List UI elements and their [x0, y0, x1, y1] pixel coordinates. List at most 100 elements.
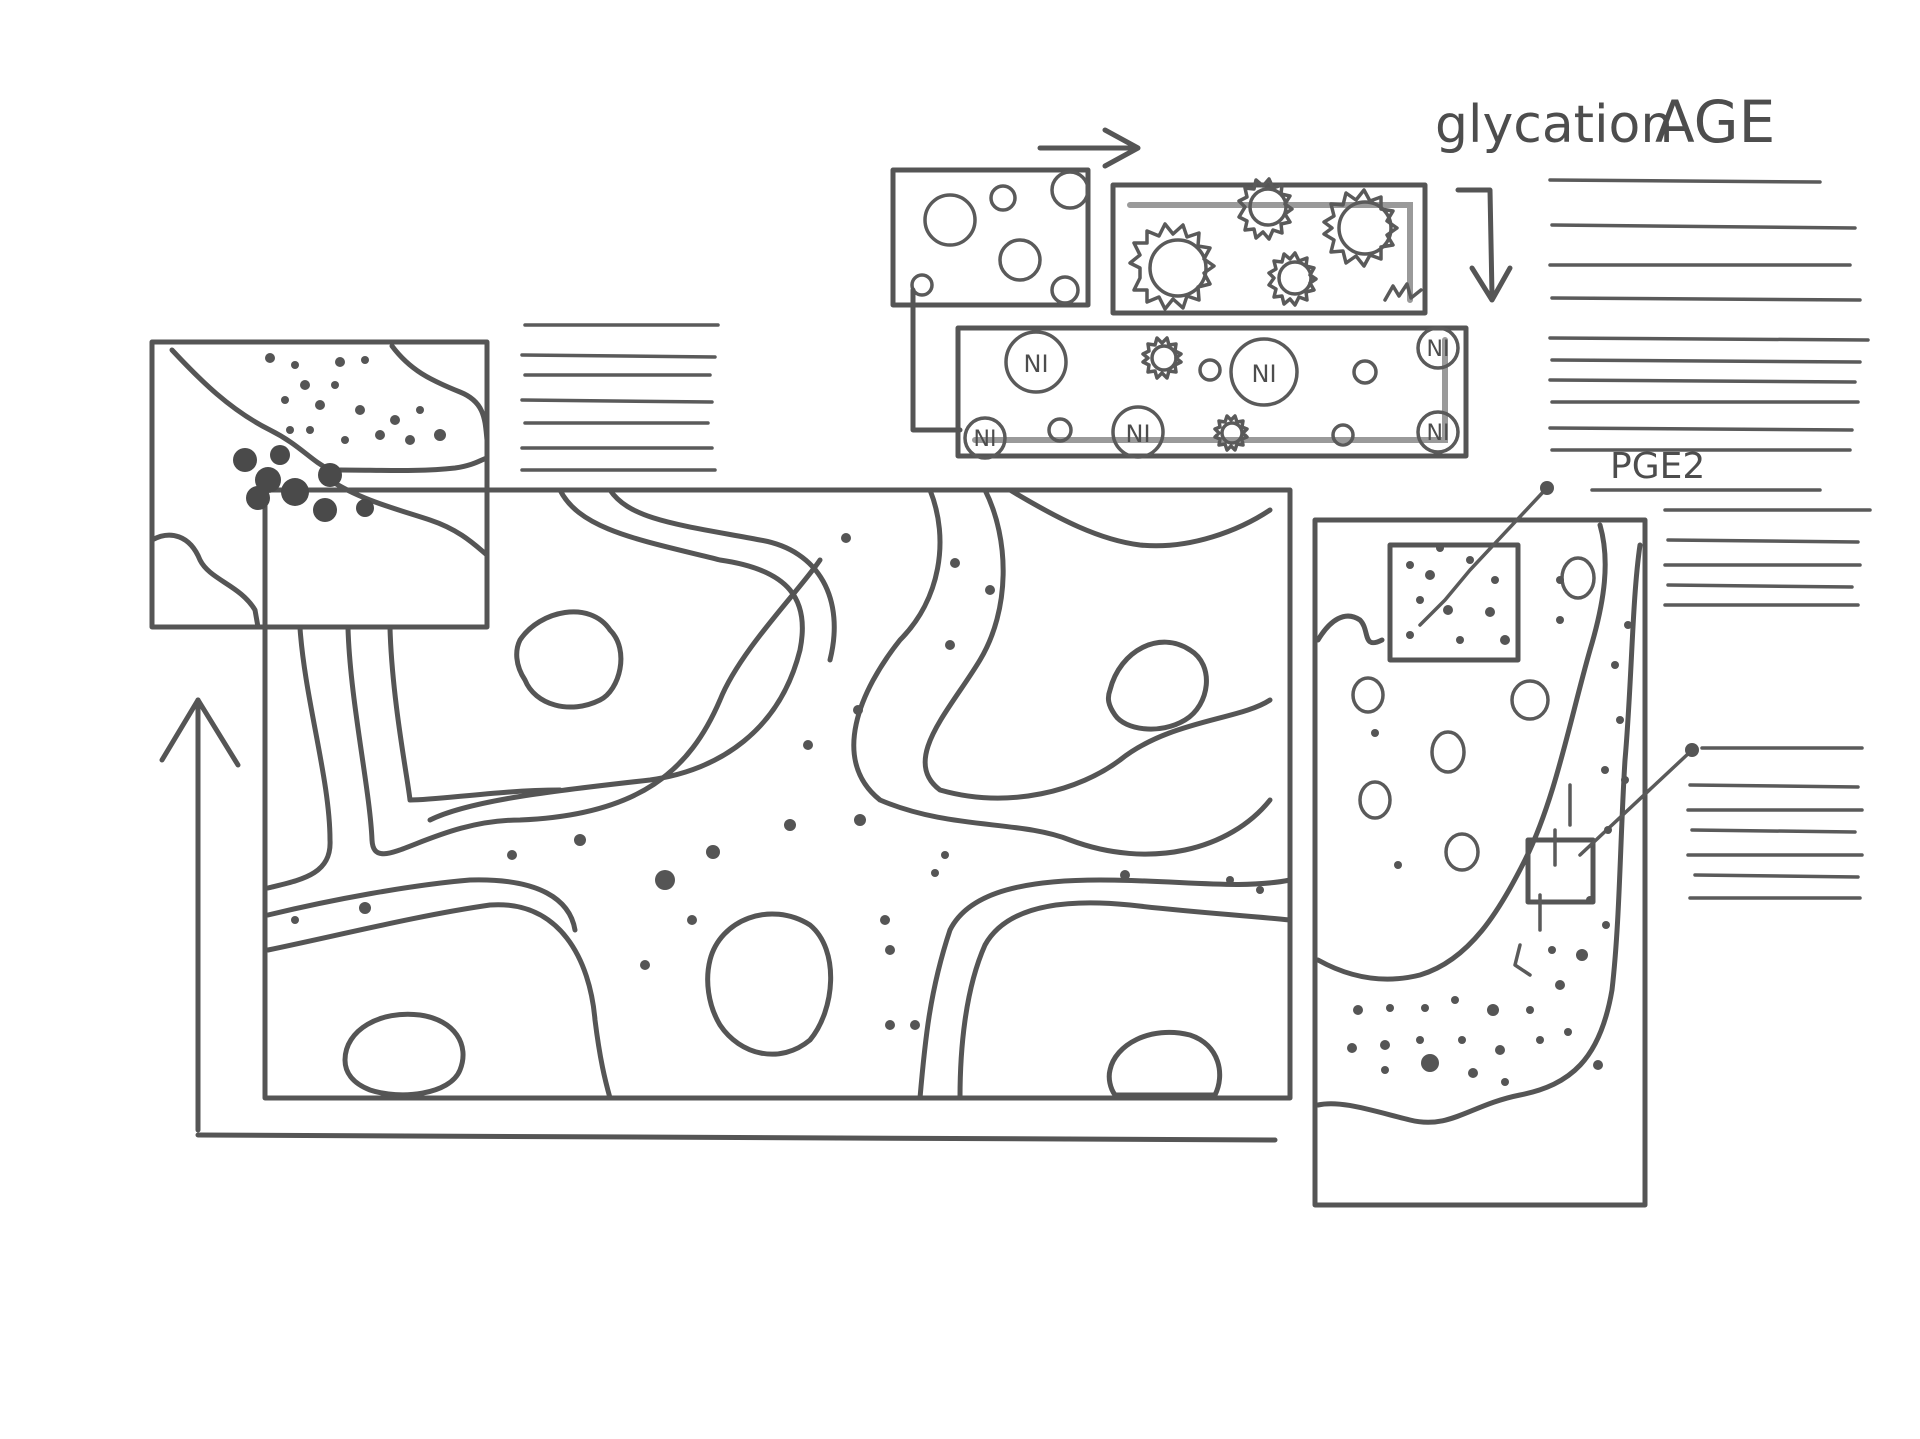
pge2-zoom-particles-upper: [1406, 544, 1510, 645]
particle-ring: [1352, 359, 1378, 385]
aggregate-particle: [313, 498, 337, 522]
particle: [300, 380, 310, 390]
inset-channel-lower: [337, 455, 490, 473]
vesicle: [1358, 780, 1392, 820]
channel-left-inner: [387, 625, 563, 803]
channel-bottom-left-outer: [265, 902, 613, 1101]
glycation-note-lines: [1548, 178, 1870, 452]
particle: [910, 1020, 920, 1030]
particle: [1495, 1045, 1505, 1055]
particle: [885, 1020, 895, 1030]
particle: [1604, 826, 1612, 834]
particle: [281, 396, 289, 404]
channel-left-mid: [345, 557, 823, 857]
vesicle: [1351, 676, 1385, 714]
particle: [1485, 607, 1495, 617]
ni-label: NI: [1023, 350, 1048, 378]
particle: [655, 870, 675, 890]
particle: [315, 400, 325, 410]
particle: [1536, 1036, 1544, 1044]
inset-top-left: [149, 323, 720, 630]
particle: [1380, 1040, 1390, 1050]
ni-particles: NI NI NI NI NI NI: [963, 326, 1460, 460]
particle: [854, 814, 866, 826]
channel-left-outer: [265, 625, 333, 891]
particle: [361, 356, 369, 364]
particle: [880, 915, 890, 925]
particle: [885, 945, 895, 955]
particle: [306, 426, 314, 434]
note-line: [1550, 296, 1862, 302]
pge2-note-lines: [1663, 508, 1872, 900]
particle: [1381, 1066, 1389, 1074]
particle: [507, 850, 517, 860]
process-box-2: [1110, 182, 1428, 316]
particle: [341, 436, 349, 444]
particle: [291, 361, 299, 369]
inset-top-left-note-lines: [520, 323, 720, 472]
particle: [1556, 576, 1564, 584]
ni-particle: [963, 416, 1007, 460]
channel-bottom-left-inner: [265, 877, 578, 933]
particle: [1421, 1054, 1439, 1072]
glycated-particle-spikes: [1213, 414, 1249, 452]
particle: [950, 558, 960, 568]
feedback-arrow: [159, 697, 1278, 1143]
ni-particle: [1229, 337, 1299, 407]
particle: [706, 845, 720, 859]
particle: [1468, 1068, 1478, 1078]
particle: [1406, 561, 1414, 569]
glycated-particle: [1150, 344, 1178, 372]
particle: [1371, 729, 1379, 737]
particle: [416, 406, 424, 414]
ni-particle: [1416, 326, 1460, 370]
process-box-2-shadow: [1127, 202, 1413, 303]
ni-label: NI: [1251, 360, 1276, 388]
pointer-dot: [1685, 743, 1699, 757]
pge2-panel-frame: [1312, 517, 1648, 1208]
particle: [1586, 896, 1594, 904]
process-box-3-shadow: [972, 337, 1448, 443]
particle: [853, 705, 863, 715]
particle: [359, 902, 371, 914]
glycated-particle-spikes: [1128, 222, 1216, 311]
aggregate-particle: [318, 463, 342, 487]
particle: [434, 429, 446, 441]
note-line: [1548, 378, 1857, 384]
vesicle: [1430, 730, 1466, 774]
vesicle: [1444, 832, 1480, 872]
note-line: [1688, 783, 1860, 789]
note-line: [1693, 873, 1860, 879]
channel-bottom-right-outer: [957, 900, 1293, 1101]
inset-small-particles: [265, 353, 446, 445]
glycated-particle: [1337, 200, 1393, 256]
pge2-zoom-box-lower: [1525, 837, 1596, 905]
glycated-particle: [1148, 238, 1208, 298]
particle: [265, 353, 275, 363]
particle: [1601, 766, 1609, 774]
glycation-label: glycation: [1435, 95, 1673, 155]
particle: [1458, 1036, 1466, 1044]
particle: [1576, 949, 1588, 961]
channel-bottom-right-inner: [917, 877, 1293, 1101]
particle: [291, 916, 299, 924]
cell-blob-5: [1106, 1029, 1223, 1098]
particle: [574, 834, 586, 846]
ni-label: NI: [1427, 337, 1450, 362]
particle-ring: [910, 273, 934, 297]
particle: [1394, 861, 1402, 869]
particle: [1621, 776, 1629, 784]
particle: [335, 357, 345, 367]
particle: [331, 381, 339, 389]
particle: [1436, 544, 1444, 552]
main-panel-frame: [262, 487, 1293, 1101]
pge2-vesicles: [1351, 556, 1596, 872]
particle-ring: [1198, 358, 1222, 382]
particle: [1593, 1060, 1603, 1070]
glycated-particle-spikes: [1237, 177, 1294, 241]
note-line: [1690, 828, 1857, 834]
inset-top-left-frame: [149, 339, 490, 630]
particle: [1347, 1043, 1357, 1053]
pointer-dot: [1540, 481, 1554, 495]
glycation-process: glycation AGE: [890, 88, 1870, 460]
